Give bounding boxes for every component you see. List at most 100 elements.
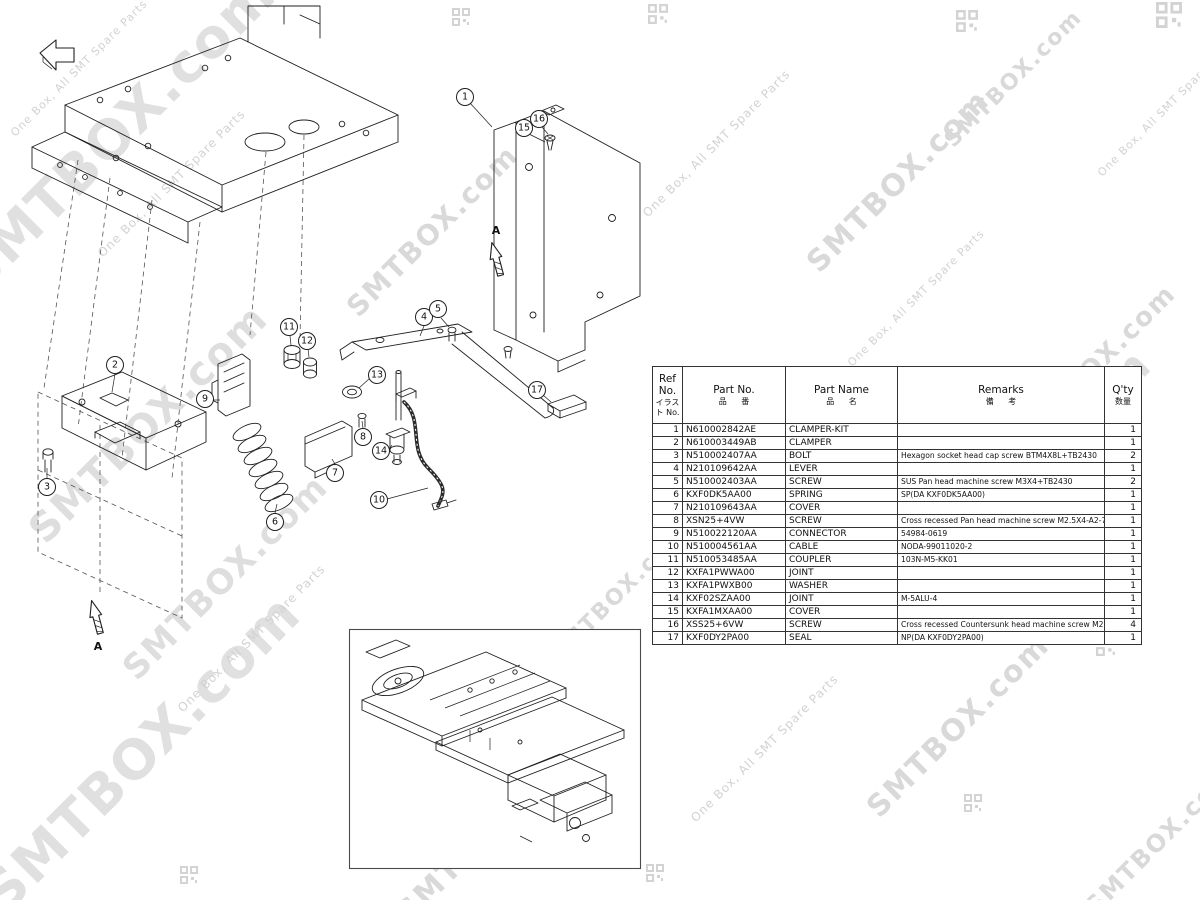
table-row: 14 KXF02SZAA00 JOINT M-5ALU-4 1: [652, 592, 1142, 606]
qty-cell: 1: [1104, 631, 1142, 645]
table-row: 16 XSS25+6VW SCREW Cross recessed Counte…: [652, 618, 1142, 632]
section-arrow-bottom: A: [89, 600, 104, 653]
qty-cell: 1: [1104, 501, 1142, 515]
part-name-cell: CABLE: [785, 540, 898, 554]
qty-cell: 1: [1104, 605, 1142, 619]
svg-text:1: 1: [462, 92, 468, 103]
table-row: 9 N510022120AA CONNECTOR 54984-0619 1: [652, 527, 1142, 541]
callout-1: 1: [456, 88, 474, 106]
part-no-cell: KXF0DK5AA00: [682, 488, 786, 502]
part-no-cell: KXF02SZAA00: [682, 592, 786, 606]
machine-frame-drawing: [31, 5, 399, 244]
qty-cell: 1: [1104, 566, 1142, 580]
remarks-cell: [897, 462, 1105, 476]
callout-14: 14: [372, 442, 390, 460]
callout-9: 9: [196, 390, 214, 408]
ref-cell: 8: [652, 514, 683, 528]
svg-text:7: 7: [332, 468, 338, 479]
watermark-qr-icon: [648, 4, 668, 24]
watermark-qr-icon: [180, 866, 198, 884]
watermark-qr-icon: [1156, 2, 1182, 28]
corner-arrow-icon: [39, 39, 75, 71]
header-ref-jp: イラスト No.: [655, 398, 680, 417]
qty-cell: 1: [1104, 553, 1142, 567]
part-no-cell: N210109643AA: [682, 501, 786, 515]
header-qty-jp: 数量: [1115, 396, 1131, 406]
svg-text:11: 11: [283, 322, 295, 333]
callout-17: 17: [528, 381, 546, 399]
qty-cell: 1: [1104, 579, 1142, 593]
inset-feeder-drawing: [348, 628, 642, 870]
ref-cell: 7: [652, 501, 683, 515]
callout-12: 12: [298, 332, 316, 350]
part-name-cell: COVER: [785, 501, 898, 515]
cover-drawing: [304, 412, 411, 479]
svg-text:5: 5: [435, 304, 441, 315]
watermark-qr-icon: [956, 10, 978, 32]
qty-cell: 1: [1104, 462, 1142, 476]
svg-text:10: 10: [373, 495, 385, 506]
header-part-no: Part No. 品 番: [682, 366, 786, 424]
table-row: 1 N610002842AE CLAMPER-KIT 1: [652, 423, 1142, 437]
callout-13: 13: [368, 366, 386, 384]
table-row: 4 N210109642AA LEVER 1: [652, 462, 1142, 476]
table-row: 13 KXFA1PWXB00 WASHER 1: [652, 579, 1142, 593]
svg-text:6: 6: [272, 517, 278, 528]
part-name-cell: COUPLER: [785, 553, 898, 567]
ref-cell: 14: [652, 592, 683, 606]
svg-text:A: A: [492, 224, 501, 237]
callout-15: 15: [515, 119, 533, 137]
remarks-cell: 103N-M5-KK01: [897, 553, 1105, 567]
svg-text:14: 14: [375, 446, 387, 457]
callout-7: 7: [326, 464, 344, 482]
part-name-cell: SPRING: [785, 488, 898, 502]
ref-cell: 5: [652, 475, 683, 489]
remarks-cell: [897, 423, 1105, 437]
qty-cell: 1: [1104, 488, 1142, 502]
part-name-cell: WASHER: [785, 579, 898, 593]
callout-2: 2: [106, 356, 124, 374]
callout-3: 3: [38, 478, 56, 496]
header-part-name-en: Part Name: [813, 383, 870, 396]
part-name-cell: SCREW: [785, 618, 898, 632]
part-no-cell: N510022120AA: [682, 527, 786, 541]
part-name-cell: CLAMPER: [785, 436, 898, 450]
part-no-cell: XSS25+6VW: [682, 618, 786, 632]
svg-text:16: 16: [533, 114, 545, 125]
qty-cell: 1: [1104, 423, 1142, 437]
svg-text:15: 15: [518, 123, 530, 134]
cable-drawing: [395, 387, 457, 511]
remarks-cell: NP(DA KXF0DY2PA00): [897, 631, 1105, 645]
watermark-qr-icon: [964, 794, 982, 812]
part-no-cell: N510002403AA: [682, 475, 786, 489]
remarks-cell: [897, 566, 1105, 580]
part-name-cell: JOINT: [785, 592, 898, 606]
watermark-qr-icon: [452, 8, 470, 26]
spring-drawing: [232, 422, 294, 513]
callout-4: 4: [415, 308, 433, 326]
ref-cell: 6: [652, 488, 683, 502]
remarks-cell: [897, 501, 1105, 515]
svg-text:13: 13: [371, 370, 383, 381]
remarks-cell: Hexagon socket head cap screw BTM4X8L+TB…: [897, 449, 1105, 463]
clamper-bracket-drawing: [42, 371, 207, 473]
svg-text:17: 17: [531, 385, 543, 396]
part-no-cell: N210109642AA: [682, 462, 786, 476]
part-name-cell: COVER: [785, 605, 898, 619]
table-row: 12 KXFA1PWWA00 JOINT 1: [652, 566, 1142, 580]
part-name-cell: CONNECTOR: [785, 527, 898, 541]
part-name-cell: LEVER: [785, 462, 898, 476]
part-name-cell: SEAL: [785, 631, 898, 645]
seal-drawing: [547, 394, 587, 419]
header-remarks-jp: 備 考: [985, 396, 1023, 406]
part-no-cell: KXFA1PWXB00: [682, 579, 786, 593]
svg-text:8: 8: [360, 432, 366, 443]
header-qty: Q'ty 数量: [1104, 366, 1142, 424]
svg-text:12: 12: [301, 336, 313, 347]
table-row: 8 XSN25+4VW SCREW Cross recessed Pan hea…: [652, 514, 1142, 528]
table-row: 17 KXF0DY2PA00 SEAL NP(DA KXF0DY2PA00) 1: [652, 631, 1142, 645]
svg-text:2: 2: [112, 360, 118, 371]
header-remarks: Remarks 備 考: [897, 366, 1105, 424]
svg-text:A: A: [94, 640, 103, 653]
